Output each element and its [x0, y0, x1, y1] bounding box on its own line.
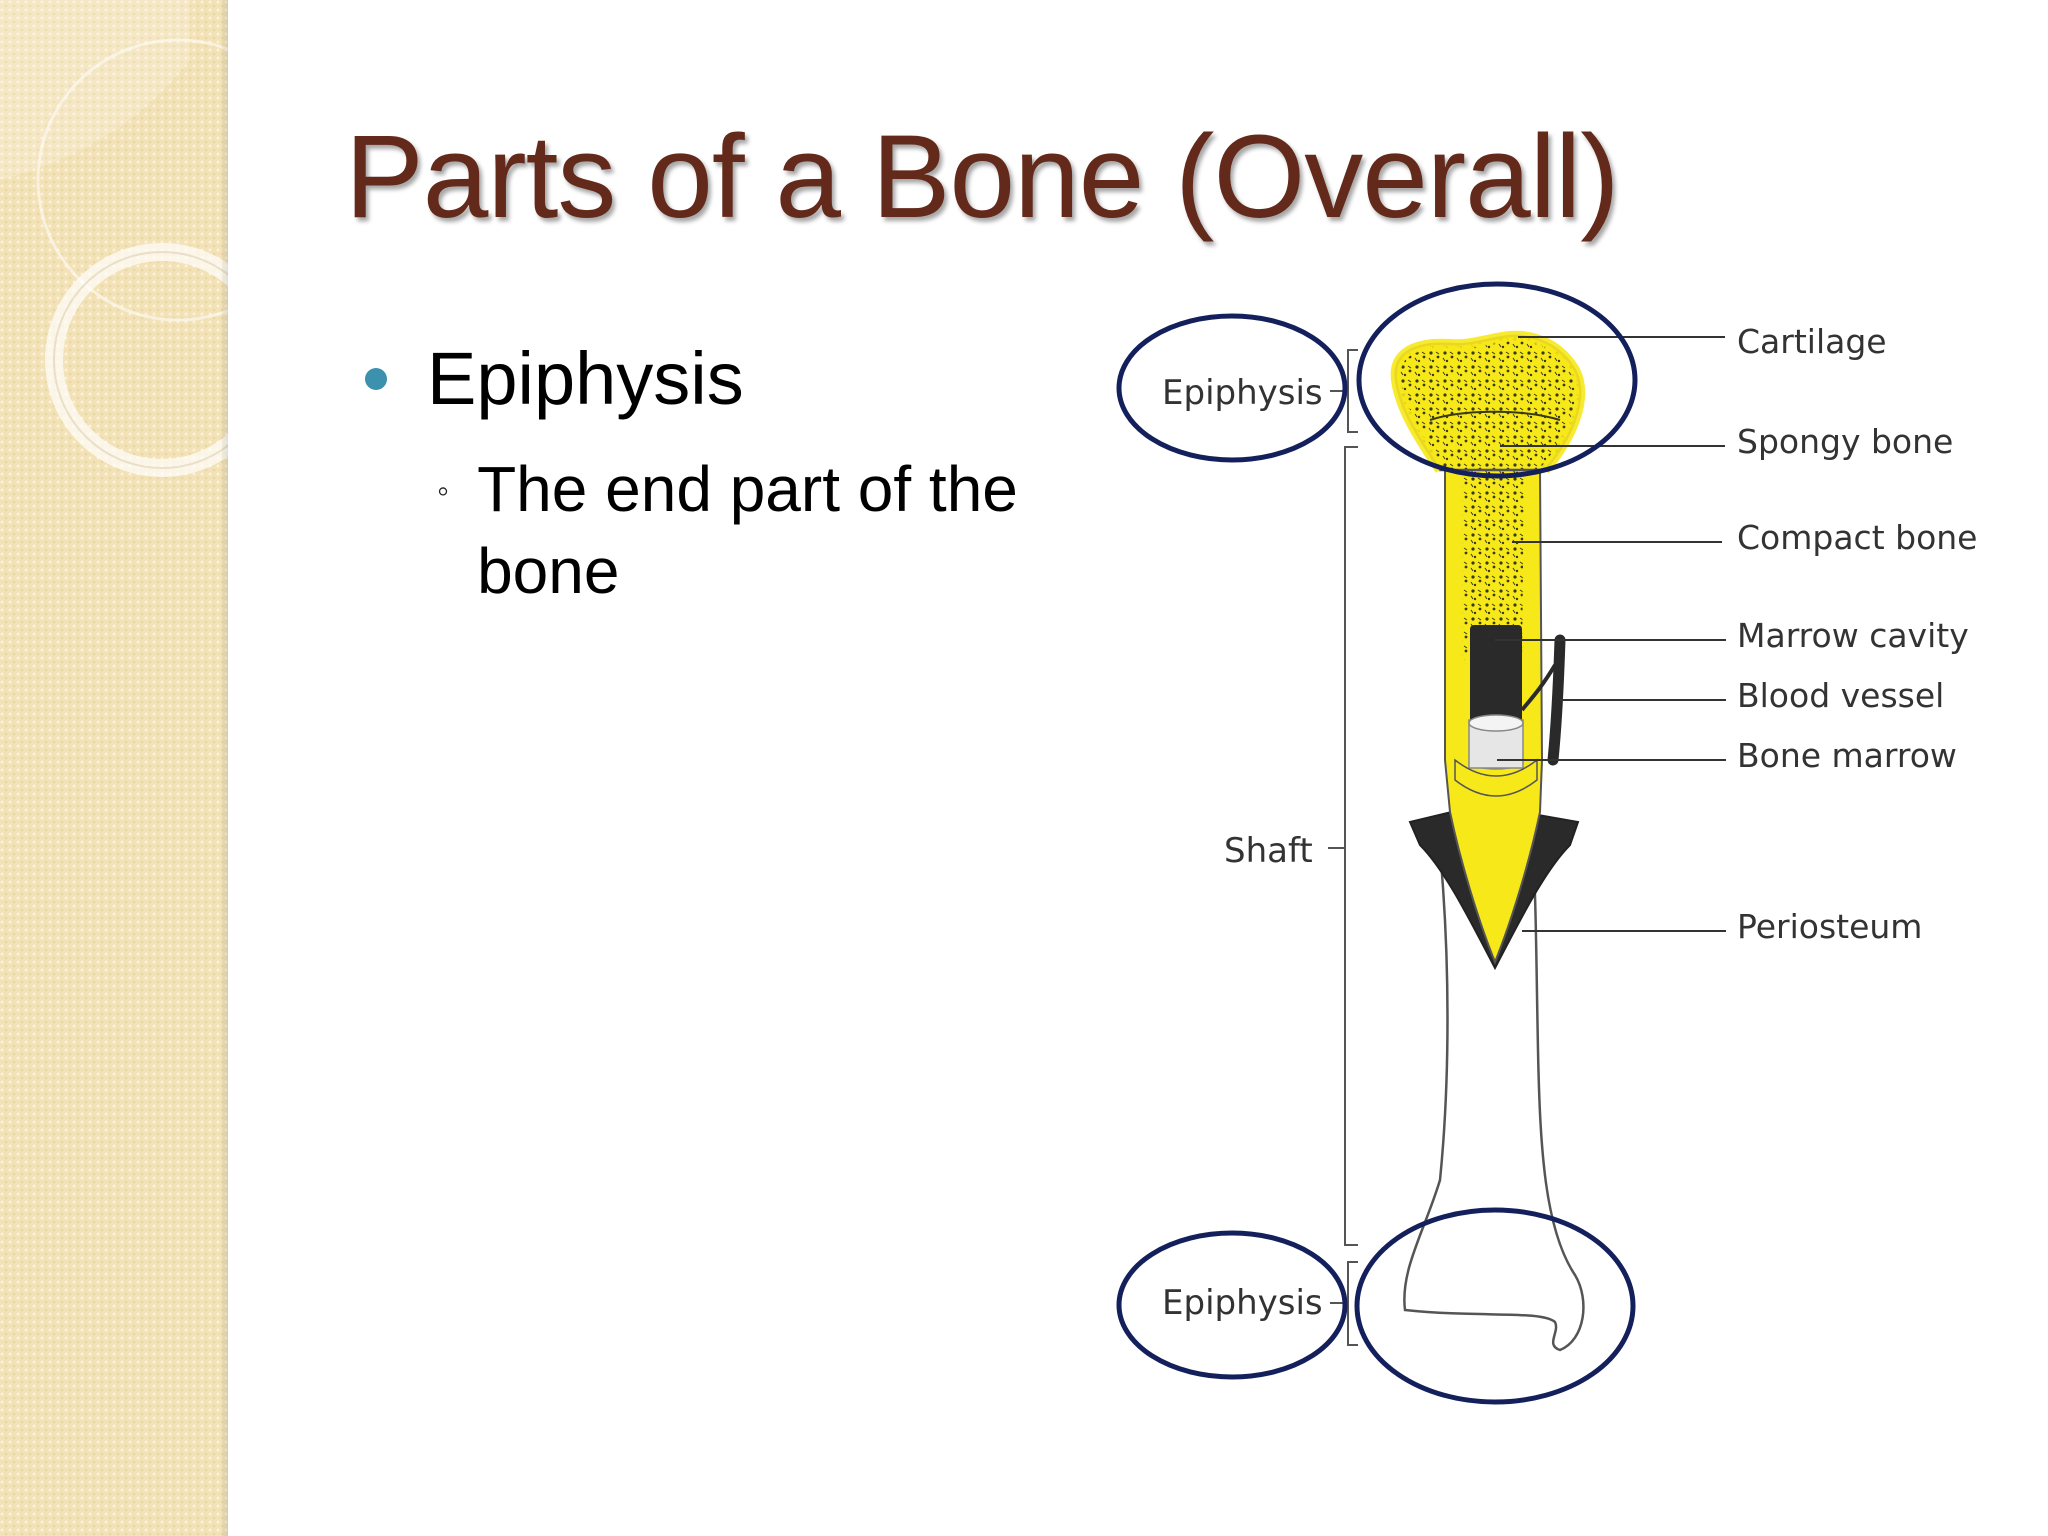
bone-marrow-cap — [1468, 714, 1524, 732]
sub-bullet-text: The end part of the bone — [477, 453, 1018, 607]
growth-line — [1429, 410, 1561, 421]
sidebar-highlight — [0, 0, 190, 180]
bone-diagram: Epiphysis Shaft Epiphysis Cartilage Spon… — [1116, 281, 1977, 1405]
hollow-circle-icon: ◦ — [437, 472, 450, 510]
sidebar-rings — [0, 0, 228, 477]
label-cartilage: Cartilage — [1737, 322, 1887, 361]
bracket-shaft — [1344, 446, 1358, 1246]
bullet-item: Epiphysis — [365, 342, 744, 416]
highlight-ellipse-top-epiphysis — [1356, 281, 1638, 479]
bullet-text: Epiphysis — [427, 337, 744, 420]
slide-title: Parts of a Bone (Overall) — [345, 111, 1620, 243]
blood-vessel — [1547, 634, 1566, 766]
label-blood-vessel: Blood vessel — [1737, 676, 1944, 715]
compact-ring — [1454, 758, 1538, 797]
cartilage-cap — [1390, 330, 1586, 474]
label-bone-marrow: Bone marrow — [1737, 736, 1957, 775]
highlight-ellipse-bottom-label — [1116, 1230, 1348, 1380]
label-spongy-bone: Spongy bone — [1737, 422, 1953, 461]
decorative-sidebar — [0, 0, 228, 1536]
sub-bullet-item: ◦ The end part of the bone — [437, 452, 1077, 612]
highlight-ellipse-bottom-epiphysis — [1354, 1207, 1636, 1405]
label-periosteum: Periosteum — [1737, 907, 1922, 946]
sidebar-ring-large — [36, 38, 228, 322]
sidebar-ring-shadow — [53, 251, 228, 469]
blood-vessel-branch — [1520, 663, 1557, 712]
sidebar-ring-thick — [45, 243, 228, 477]
label-compact-bone: Compact bone — [1737, 518, 1977, 557]
spongy-bone-shaft — [1462, 470, 1524, 660]
bullet-dot-icon — [365, 368, 387, 390]
label-shaft: Shaft — [1224, 831, 1313, 871]
label-marrow-cavity: Marrow cavity — [1737, 616, 1969, 655]
bone-shaft-lower — [1403, 848, 1585, 1352]
label-bottom-epiphysis: Epiphysis — [1162, 1283, 1323, 1323]
highlight-ellipse-top-label — [1116, 313, 1348, 463]
label-top-epiphysis: Epiphysis — [1162, 373, 1323, 413]
bracket-top-epiphysis — [1347, 349, 1358, 433]
